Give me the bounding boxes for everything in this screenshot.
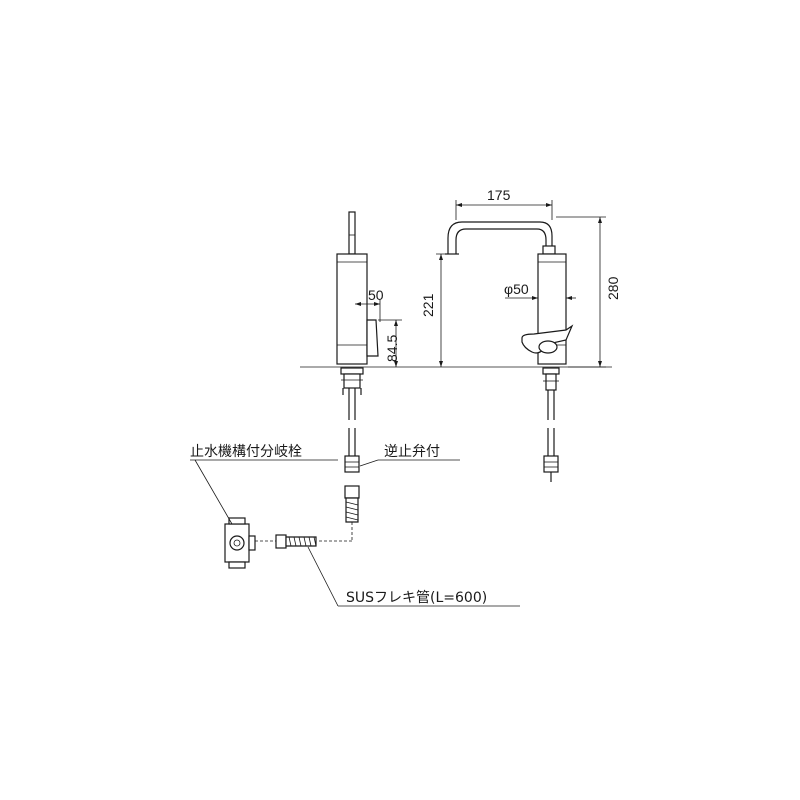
flex-hose xyxy=(250,534,317,549)
dim-221-text: 221 xyxy=(420,293,436,317)
dim-50-text: 50 xyxy=(368,287,384,303)
dim-phi50: φ50 xyxy=(504,281,576,300)
stop-valve-label: 止水機構付分岐栓 xyxy=(190,444,302,460)
faucet-front-view xyxy=(445,221,574,482)
faucet-side-view xyxy=(318,211,379,542)
stop-valve xyxy=(224,517,256,569)
dim-84-5-text: 84.5 xyxy=(384,335,400,362)
dim-221: 221 xyxy=(420,253,456,367)
flex-hose-label: SUSフレキ管(L=600) xyxy=(346,590,487,606)
dim-280: 280 xyxy=(556,216,621,368)
check-valve-fitting xyxy=(344,455,360,473)
dim-280-text: 280 xyxy=(605,276,621,300)
dim-175: 175 xyxy=(455,187,553,220)
label-flex-hose: SUSフレキ管(L=600) xyxy=(307,546,520,607)
faucet-body-side xyxy=(336,253,368,365)
lever-side xyxy=(366,319,379,357)
label-stop-valve: 止水機構付分岐栓 xyxy=(190,444,338,525)
dim-phi50-text: φ50 xyxy=(504,281,529,297)
label-check-valve: 逆止弁付 xyxy=(359,444,460,467)
check-valve-label: 逆止弁付 xyxy=(384,444,440,460)
dim-50: 50 xyxy=(355,287,384,322)
dim-175-text: 175 xyxy=(487,187,511,203)
dim-84-5: 84.5 xyxy=(378,319,402,367)
